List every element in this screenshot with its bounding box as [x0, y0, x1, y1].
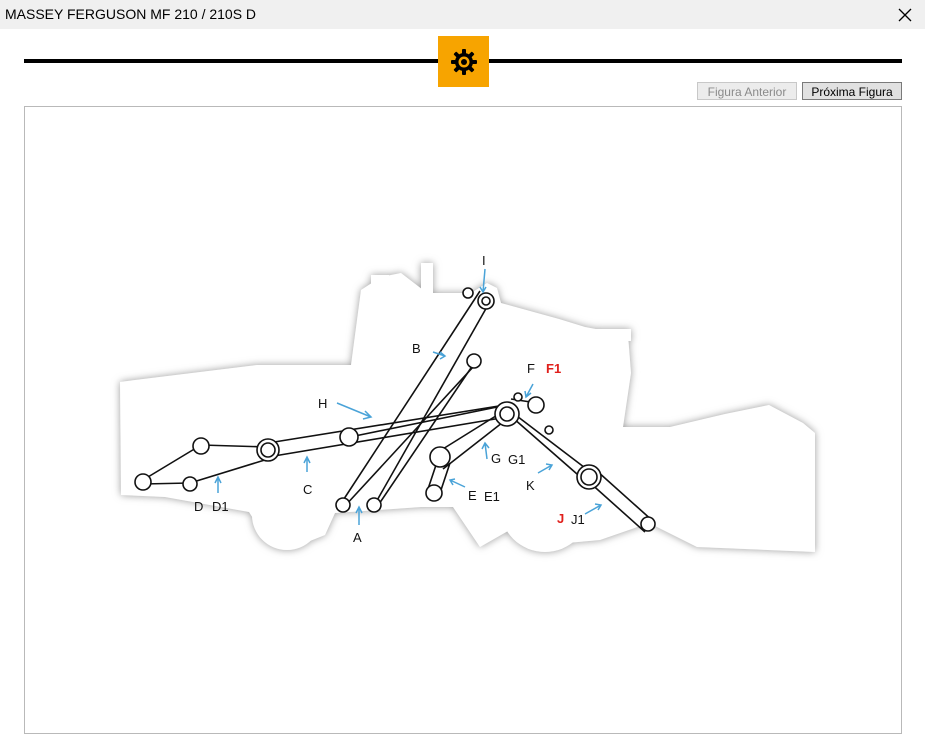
- next-figure-button[interactable]: Próxima Figura: [802, 82, 902, 100]
- close-icon: [898, 8, 912, 21]
- label-G: G: [491, 451, 501, 466]
- label-K: K: [526, 478, 535, 493]
- label-E1: E1: [484, 489, 500, 504]
- window-title: MASSEY FERGUSON MF 210 / 210S D: [5, 6, 257, 22]
- label-I: I: [482, 253, 486, 268]
- label-F1: F1: [546, 361, 561, 376]
- settings-button[interactable]: [438, 36, 489, 87]
- label-B: B: [412, 341, 421, 356]
- label-J: J: [557, 511, 564, 526]
- label-D1: D1: [212, 499, 229, 514]
- diagram-labels: I B F F1 H G G1 C K D D1 E E1 A J J1: [194, 253, 585, 545]
- title-bar: MASSEY FERGUSON MF 210 / 210S D: [0, 0, 925, 29]
- gear-icon: [450, 48, 477, 75]
- previous-figure-button[interactable]: Figura Anterior: [697, 82, 797, 100]
- label-J1: J1: [571, 512, 585, 527]
- label-E: E: [468, 488, 477, 503]
- label-D: D: [194, 499, 203, 514]
- pulleys: [134, 287, 656, 532]
- label-G1: G1: [508, 452, 525, 467]
- label-F: F: [527, 361, 535, 376]
- label-C: C: [303, 482, 312, 497]
- pointer-arrows: [214, 268, 603, 525]
- close-button[interactable]: [885, 0, 925, 29]
- belts: [142, 290, 655, 533]
- figure-panel: I B F F1 H G G1 C K D D1 E E1 A J J1: [24, 106, 902, 734]
- belt-diagram: I B F F1 H G G1 C K D D1 E E1 A J J1: [120, 253, 815, 552]
- label-H: H: [318, 396, 327, 411]
- label-A: A: [353, 530, 362, 545]
